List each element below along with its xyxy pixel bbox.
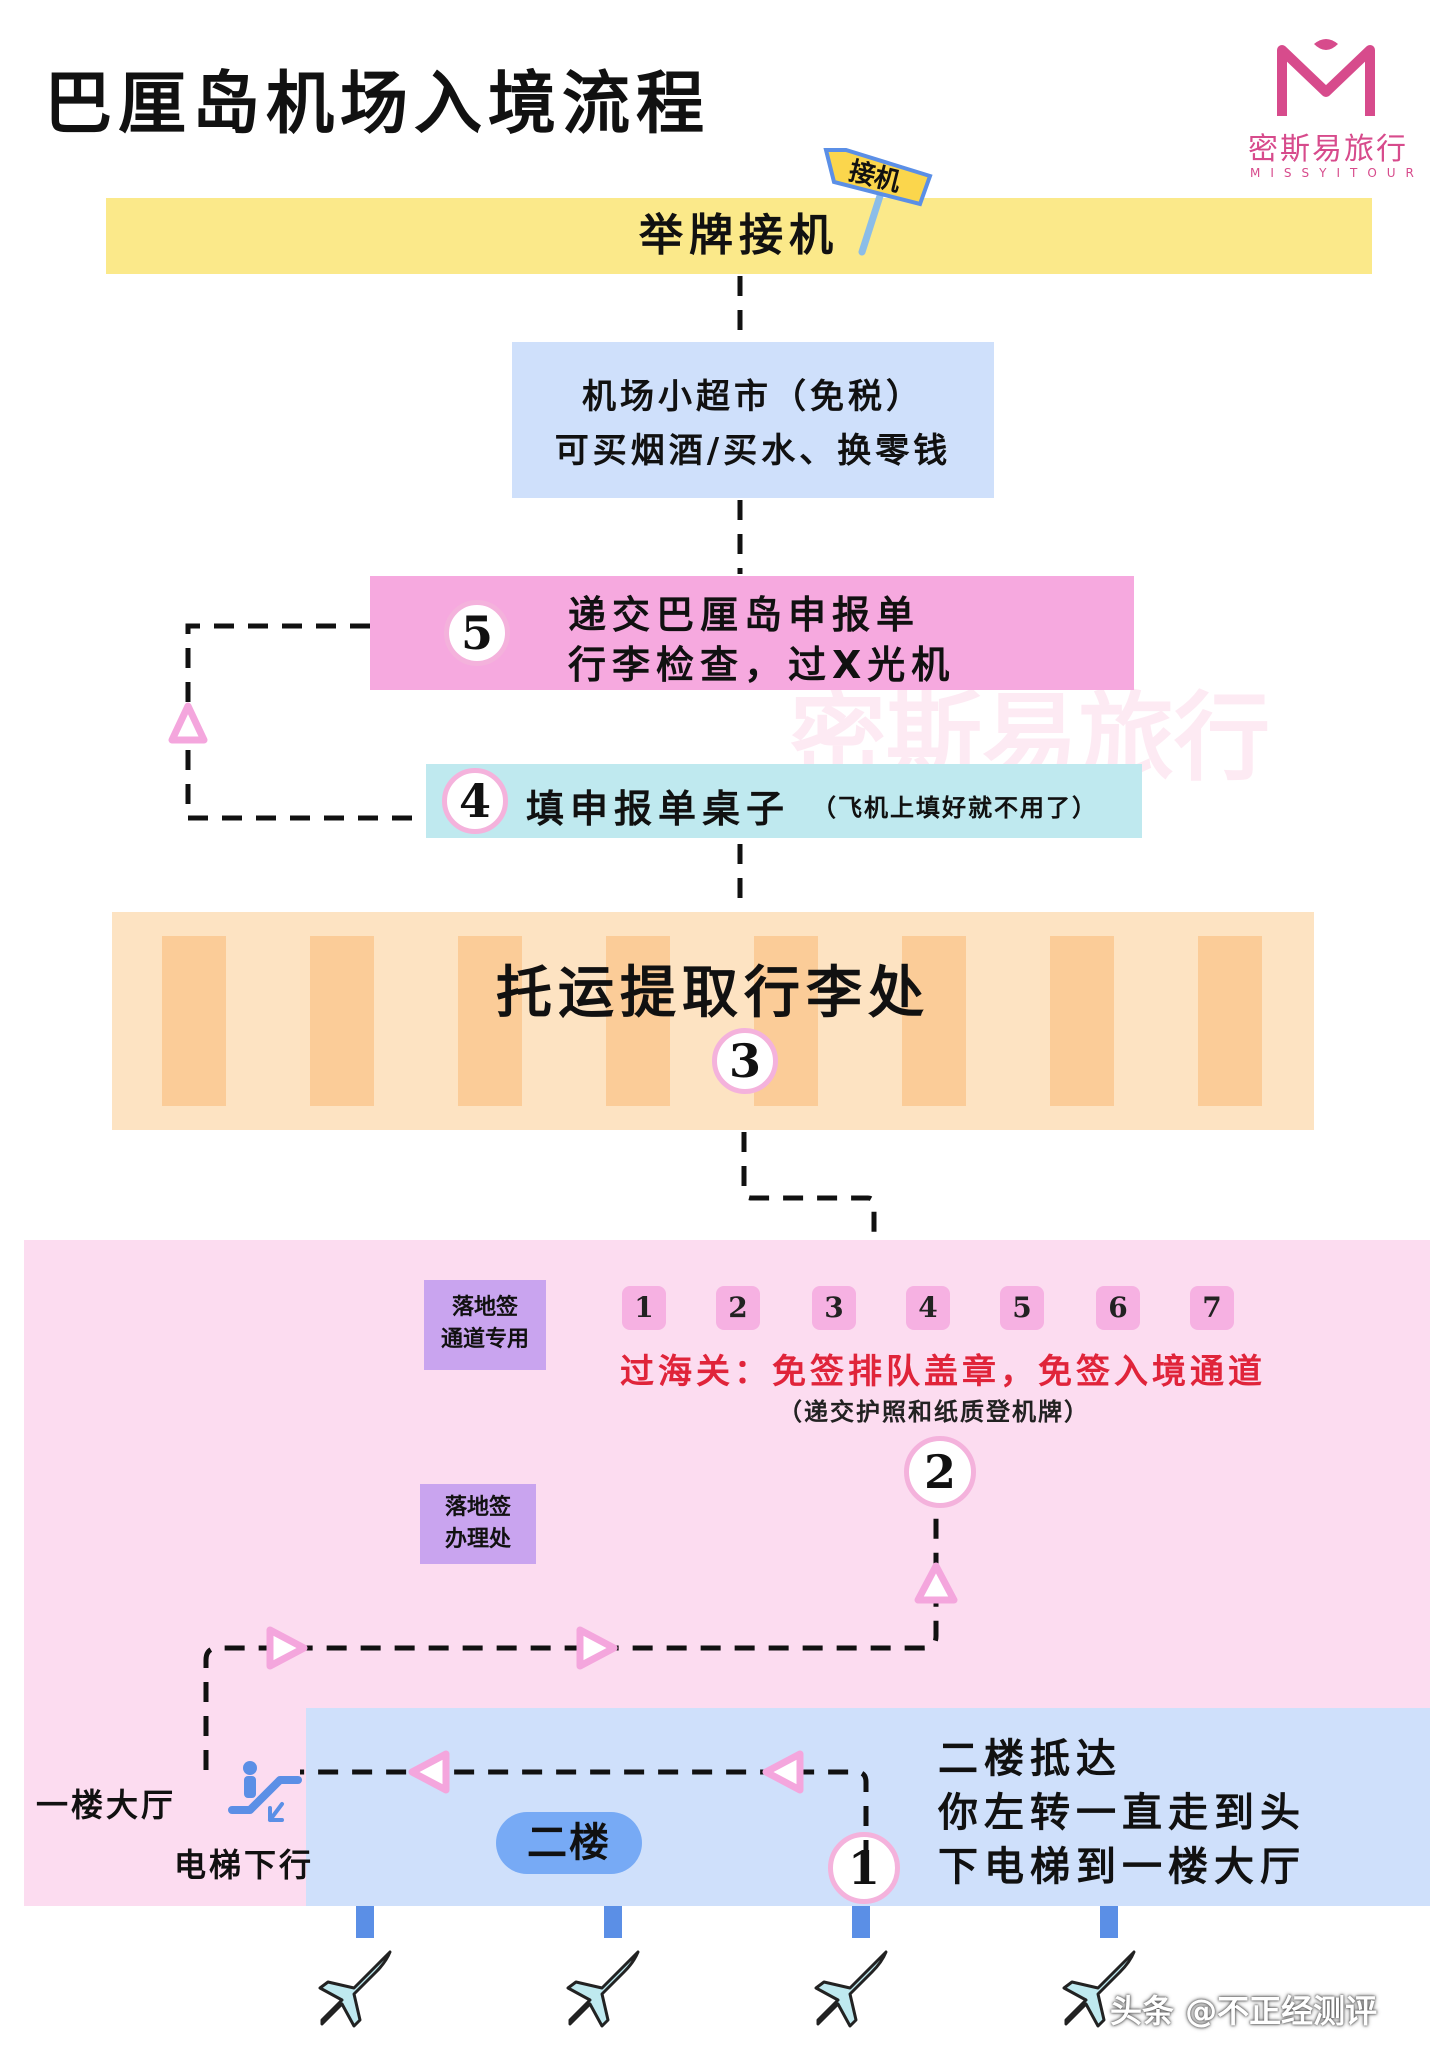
escalator-down-label: 电梯下行 — [174, 1846, 315, 1884]
baggage-claim-title: 托运提取行李处 — [496, 961, 930, 1026]
duty-free-shop-box: 机场小超市（免税） 可买烟酒/买水、换零钱 — [512, 342, 994, 498]
belt-stripe — [606, 936, 670, 1106]
shop-line-2: 可买烟酒/买水、换零钱 — [554, 431, 952, 471]
pickup-bar: 举牌接机 — [106, 198, 1372, 274]
customs-instruction: 过海关：免签排队盖章，免签入境通道 — [620, 1352, 1266, 1392]
baggage-claim-area: 托运提取行李处 3 — [112, 912, 1314, 1130]
step-4-note: （飞机上填好就不用了） — [812, 794, 1098, 822]
belt-stripe — [162, 936, 226, 1106]
step-2-badge: 2 — [904, 1436, 976, 1508]
arrive-line-1: 二楼抵达 — [938, 1736, 1122, 1782]
step-5-line-2: 行李检查，过X光机 — [568, 643, 956, 687]
airplane-icon — [808, 1944, 894, 2034]
belt-stripe — [310, 936, 374, 1106]
first-floor-hall-label: 一楼大厅 — [36, 1786, 177, 1824]
belt-stripe — [458, 936, 522, 1106]
brand-logo-icon — [1268, 36, 1384, 124]
customs-note: （递交护照和纸质登机牌） — [778, 1398, 1090, 1426]
visa-on-arrival-lane-sign: 落地签 通道专用 — [424, 1280, 546, 1370]
lane-number: 2 — [716, 1286, 760, 1330]
arrive-line-3: 下电梯到一楼大厅 — [938, 1844, 1306, 1890]
pickup-label: 举牌接机 — [639, 210, 839, 261]
gate-bar — [852, 1906, 870, 1938]
step-3-badge: 3 — [712, 1028, 778, 1094]
shop-line-1: 机场小超市（免税） — [582, 377, 924, 417]
step-5-badge: 5 — [444, 600, 510, 666]
lane-number: 3 — [812, 1286, 856, 1330]
belt-stripe — [1050, 936, 1114, 1106]
airplane-icon — [560, 1944, 646, 2034]
escalator-icon — [228, 1758, 302, 1832]
airplane-icon — [312, 1944, 398, 2034]
gate-bar — [356, 1906, 374, 1938]
visa-on-arrival-office-sign: 落地签 办理处 — [420, 1484, 536, 1564]
lane-number: 4 — [906, 1286, 950, 1330]
step-5-box: 5 递交巴厘岛申报单 行李检查，过X光机 — [370, 576, 1134, 690]
lane-number: 7 — [1190, 1286, 1234, 1330]
step-4-box: 4 填申报单桌子 （飞机上填好就不用了） — [426, 764, 1142, 838]
brand-name: 密斯易旅行 — [1248, 132, 1408, 167]
lane-number: 1 — [622, 1286, 666, 1330]
step-1-badge: 1 — [828, 1832, 900, 1904]
source-credit: 头条 @不正经测评 — [1110, 1992, 1378, 2030]
belt-stripe — [902, 936, 966, 1106]
lane-number: 6 — [1096, 1286, 1140, 1330]
belt-stripe — [1198, 936, 1262, 1106]
gate-bar — [1100, 1906, 1118, 1938]
arrive-line-2: 你左转一直走到头 — [938, 1790, 1306, 1836]
step-4-badge: 4 — [442, 768, 508, 834]
pickup-sign-label: 接机 — [846, 155, 904, 197]
page-title: 巴厘岛机场入境流程 — [44, 65, 711, 144]
airplane-icon — [1056, 1944, 1142, 2034]
lane-number: 5 — [1000, 1286, 1044, 1330]
brand-subtitle: MISSYITOUR — [1250, 166, 1424, 180]
gate-bar — [604, 1906, 622, 1938]
second-floor-pill: 二楼 — [496, 1812, 642, 1874]
step-4-label: 填申报单桌子 — [526, 787, 791, 831]
pickup-sign-icon: 接机 — [823, 148, 933, 256]
step-5-line-1: 递交巴厘岛申报单 — [568, 593, 921, 637]
